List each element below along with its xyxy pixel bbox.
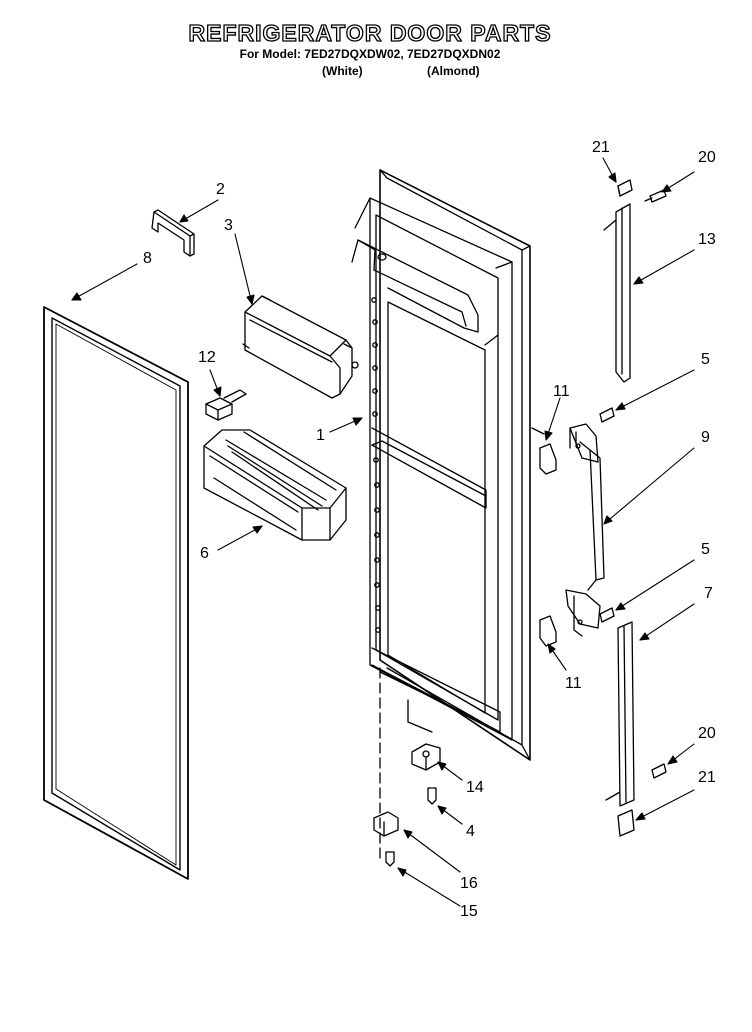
color-almond-label: (Almond) [427, 64, 480, 78]
color-white-label: (White) [322, 64, 363, 78]
trim-part-13 [603, 203, 631, 383]
screw-part-4 [427, 787, 437, 805]
hinge-leader [407, 699, 433, 733]
dairy-door-part-3 [242, 295, 359, 399]
callout-12: 12 [198, 349, 216, 366]
hinge-bracket-part-14 [411, 743, 441, 771]
screw-part-5-top [599, 407, 615, 423]
door-gasket [43, 306, 189, 880]
callout-20-top: 20 [698, 149, 716, 166]
callout-20-bottom: 20 [698, 725, 716, 742]
callout-5-bottom: 5 [701, 541, 710, 558]
hinge-part-16 [373, 811, 399, 837]
callout-8: 8 [143, 250, 152, 267]
screw-part-20-top [644, 189, 667, 203]
trim-part-7 [605, 621, 635, 807]
callout-5-top: 5 [701, 351, 710, 368]
bracket-part-2 [151, 209, 195, 257]
door-liner-part-1 [351, 169, 531, 761]
callout-13: 13 [698, 231, 716, 248]
callout-4: 4 [466, 823, 475, 840]
callout-11-top: 11 [553, 383, 570, 400]
callout-7: 7 [704, 585, 713, 602]
leader-arrows [71, 157, 695, 907]
callout-1: 1 [316, 427, 325, 444]
clip-part-12 [205, 389, 247, 421]
callout-14: 14 [466, 779, 484, 796]
model-line: For Model: 7ED27DQXDW02, 7ED27DQXDN02 [239, 47, 501, 61]
end-cap-part-11-top [531, 427, 557, 475]
door-bin-part-6 [203, 429, 347, 541]
handle-part-9 [565, 423, 605, 637]
callout-2: 2 [216, 181, 225, 198]
callout-3: 3 [224, 217, 233, 234]
screw-part-20-bottom [651, 763, 667, 779]
screw-part-5-bottom [599, 607, 615, 623]
cap-part-21-bottom [617, 809, 635, 837]
callout-9: 9 [701, 429, 710, 446]
end-cap-part-11-bottom [539, 615, 557, 647]
page-title: REFRIGERATOR DOOR PARTS [188, 19, 552, 46]
callout-6: 6 [200, 545, 209, 562]
screw-part-15 [385, 851, 395, 867]
callout-21-bottom: 21 [698, 769, 716, 786]
callout-16: 16 [460, 875, 478, 892]
callout-21-top: 21 [592, 139, 610, 156]
callout-11-bottom: 11 [565, 675, 582, 692]
callout-15: 15 [460, 903, 478, 920]
cap-part-21-top [617, 179, 633, 197]
